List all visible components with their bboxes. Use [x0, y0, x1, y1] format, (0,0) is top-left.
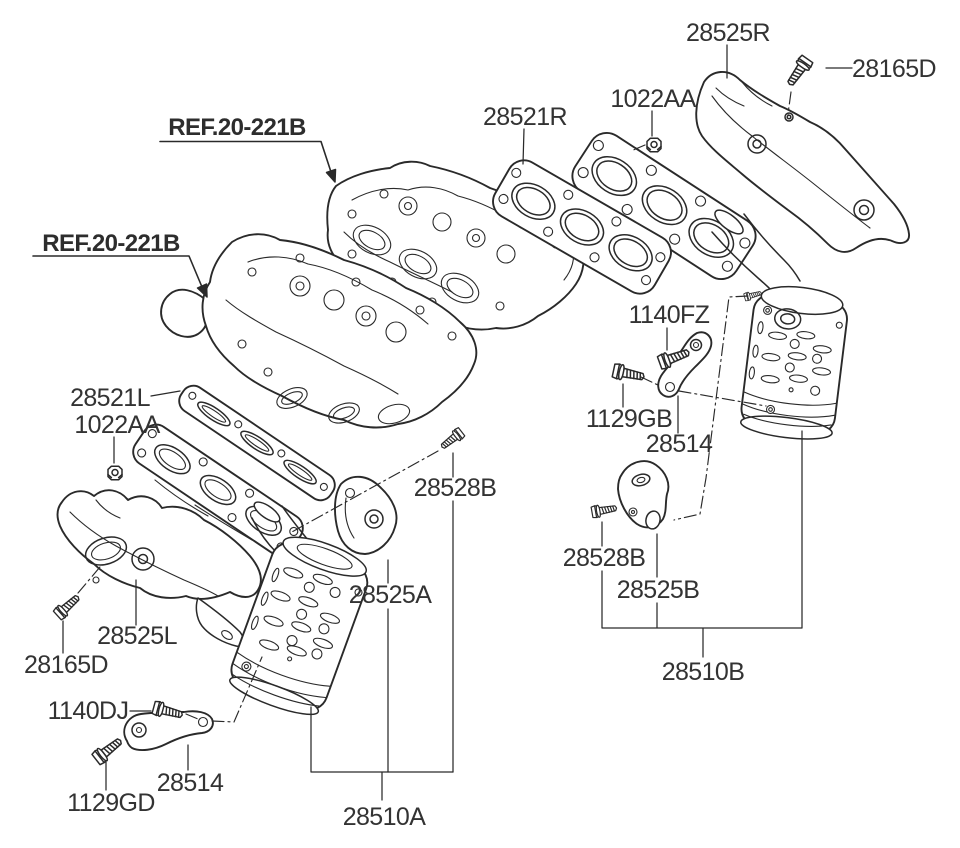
dash-dot-lines [77, 91, 792, 723]
gasket-28521R [492, 159, 672, 295]
leader-lines [62, 44, 853, 791]
callout-1140FZ: 1140FZ [629, 301, 710, 329]
downpipe-right [711, 209, 801, 300]
callout-28528B-left: 28528B [414, 474, 497, 502]
callout-1129GD: 1129GD [67, 789, 155, 817]
callout-28525B: 28525B [617, 576, 700, 604]
heat-shield-28525R [695, 71, 910, 253]
callout-28510B: 28510B [662, 658, 745, 686]
catalytic-converter-right [740, 285, 848, 440]
callout-28528B-right: 28528B [563, 544, 646, 572]
callout-28514-left: 28514 [157, 769, 224, 797]
catalytic-converter-left [229, 536, 369, 716]
bolt-28165d-right [782, 53, 815, 90]
gasket-28521L [178, 384, 336, 502]
bolt-28165d-left [52, 591, 84, 622]
cylinder-head-lower [160, 233, 478, 429]
callout-labels: REF.20-221B REF.20-221B 28525R 28165D 10… [24, 19, 937, 831]
callout-1022AA-left: 1022AA [74, 411, 160, 439]
callout-28521L: 28521L [70, 384, 151, 412]
callout-28525L: 28525L [97, 622, 178, 650]
callout-1022AA-right: 1022AA [610, 85, 696, 113]
callout-28525R: 28525R [686, 19, 770, 47]
heat-shield-28525B [617, 460, 670, 530]
heat-shield-28525L [56, 489, 262, 648]
stay-bracket-left [123, 710, 214, 752]
nut-1022aa-left [107, 465, 123, 481]
screw-28528b-right [590, 501, 619, 519]
heat-shield-28525A [334, 475, 398, 555]
ref-upper-pointer [159, 140, 337, 183]
downpipe-left [251, 501, 309, 553]
callout-28510A: 28510A [343, 803, 427, 831]
callout-ref-20-221b-upper: REF.20-221B [168, 114, 306, 141]
callout-28514-right: 28514 [646, 430, 713, 458]
callout-ref-20-221b-lower: REF.20-221B [42, 230, 180, 257]
callout-28165D-left: 28165D [24, 651, 108, 679]
nut-1022aa-right [646, 137, 662, 153]
bracket-28510B-lines [601, 430, 803, 658]
callout-28525A: 28525A [349, 581, 433, 609]
screw-28528b-left [437, 426, 466, 453]
callout-1140DJ: 1140DJ [48, 697, 129, 725]
bracket-28510A-lines [310, 706, 454, 801]
bolt-1129gb [611, 362, 647, 386]
bolt-1129gd [90, 733, 126, 767]
callout-28165D-right: 28165D [852, 55, 936, 83]
callout-28521R: 28521R [483, 103, 567, 131]
callout-1129GB: 1129GB [586, 405, 672, 433]
ref-lower-pointer [32, 255, 208, 298]
